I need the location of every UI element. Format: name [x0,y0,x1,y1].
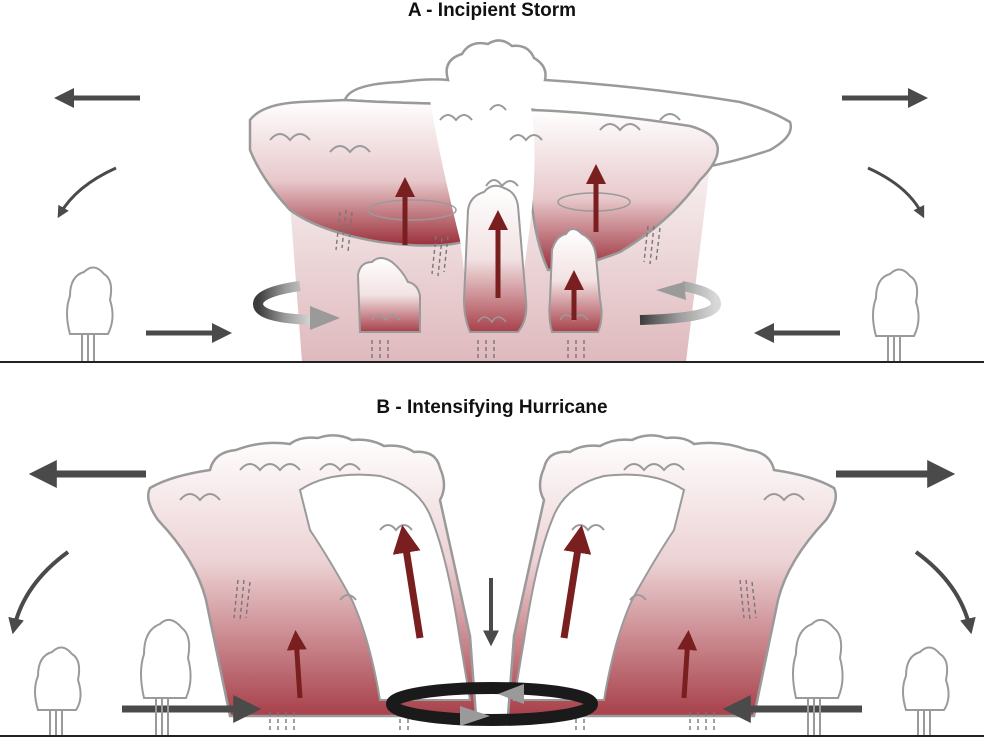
cloud-scallops [269,104,681,188]
outflow-arrows-b [8,460,976,635]
updraft-arrows-a [395,164,606,320]
updraft-arrow-icon [286,630,307,699]
tree-icon [792,618,844,736]
panel-a-title: A - Incipient Storm [407,0,577,21]
convective-tower-center [462,184,528,333]
panel-b-title: B - Intensifying Hurricane [376,397,608,418]
rain-streaks-icon [335,209,661,360]
panel-a [0,39,984,363]
updraft-arrow-icon [392,524,424,639]
tree-icon [34,646,82,736]
tree-icon [872,268,920,362]
tree-icon [66,266,114,362]
rotation-ring-icon [386,682,598,726]
subsidence-arrow-icon [867,166,925,219]
inner-plume-right [512,473,686,701]
panel-b [0,434,984,737]
tree-icon [902,646,950,736]
subsidence-arrow-icon [57,166,117,219]
updraft-arrows-b [286,524,698,699]
subsidence-arrow-icon [8,550,70,635]
tree-icon [140,618,192,736]
cloud-scallops [179,463,805,601]
updraft-arrow-icon [560,524,592,639]
rotation-ring-icon [252,281,340,330]
inner-plume-left [298,473,472,701]
updraft-arrow-icon [677,630,698,699]
subsidence-arrow-icon [914,550,976,635]
outflow-arrows-a [54,88,928,219]
rotation-ring-icon [639,281,722,325]
convective-tower-left [356,257,421,333]
